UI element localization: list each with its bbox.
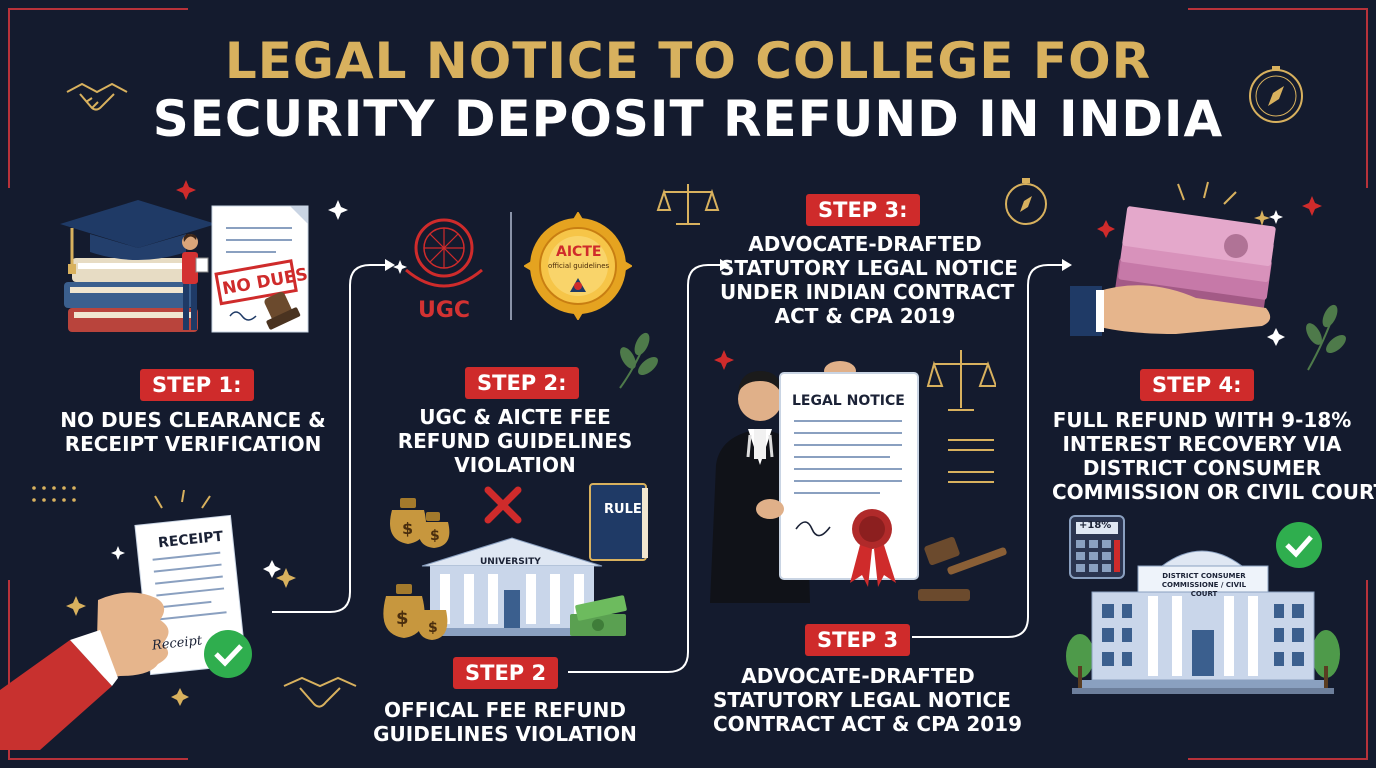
dot-grid-decoration	[32, 486, 76, 502]
frame-bottom-right-h	[1188, 758, 1368, 760]
aicte-sub-label: official guidelines	[548, 262, 610, 270]
svg-text:$: $	[428, 620, 438, 636]
leaf-branch-icon	[619, 332, 658, 389]
step-3-repeat-line-1: ADVOCATE-DRAFTED	[741, 664, 975, 688]
aicte-seal-icon	[524, 212, 632, 320]
frame-top-left-v	[8, 8, 10, 188]
frame-top-right-v	[1366, 8, 1368, 188]
step-3-line-3: UNDER INDIAN CONTRACT	[720, 280, 1015, 304]
no-dues-certificate-illustration	[182, 205, 309, 333]
step-3-repeat-badge: STEP 3	[805, 624, 911, 656]
compass-icon	[1249, 66, 1303, 123]
svg-text:$: $	[430, 528, 440, 544]
frame-bottom-right-v	[1366, 580, 1368, 760]
step-4-badge: STEP 4:	[1140, 369, 1254, 401]
courthouse-illustration	[1066, 550, 1340, 694]
title-line-1: LEGAL NOTICE TO COLLEGE FOR	[224, 32, 1152, 90]
step-4-description: FULL REFUND WITH 9-18% INTEREST RECOVERY…	[1052, 408, 1376, 504]
handshake-icon	[66, 82, 128, 111]
handshake-bottom-icon	[283, 676, 357, 708]
title-line-2: SECURITY DEPOSIT REFUND IN INDIA	[152, 90, 1224, 148]
document-lines-decoration	[948, 439, 994, 483]
frame-top-right-h	[1188, 8, 1368, 10]
leaf-branch-right-icon	[1306, 304, 1346, 371]
aicte-label: AICTE	[556, 244, 602, 260]
calculator-icon	[1069, 515, 1125, 579]
step-1-line-2: RECEIPT VERIFICATION	[64, 432, 322, 456]
frame-top-left-h	[8, 8, 188, 10]
svg-text:$: $	[396, 608, 409, 629]
step-3-description: ADVOCATE-DRAFTED STATUTORY LEGAL NOTICE …	[720, 232, 1018, 328]
frame-bottom-left-v	[8, 580, 10, 760]
rule-book-label: RULE	[604, 502, 642, 517]
ugc-label: UGC	[418, 298, 471, 323]
step-1-badge: STEP 1:	[140, 369, 254, 401]
step-4-line-3: DISTRICT CONSUMER	[1082, 456, 1322, 480]
university-label: UNIVERSITY	[480, 557, 541, 567]
step-3-repeat-line-2: STATUTORY LEGAL NOTICE	[713, 688, 1011, 712]
frame-bottom-left-h	[8, 758, 188, 760]
step-3-line-4: ACT & CPA 2019	[774, 304, 956, 328]
svg-text:$: $	[402, 519, 413, 538]
step-2-line-2: REFUND GUIDELINES	[397, 429, 633, 453]
step-2-repeat-badge: STEP 2	[453, 657, 559, 689]
scales-of-justice-icon	[656, 184, 720, 225]
step-1-line-1: NO DUES CLEARANCE &	[60, 408, 326, 432]
step-3-line-1: ADVOCATE-DRAFTED	[748, 232, 982, 256]
advocate-legal-notice-illustration	[710, 361, 1007, 603]
step-4-line-4: COMMISSION OR CIVIL COURT	[1052, 480, 1376, 504]
step-4-line-1: FULL REFUND WITH 9-18%	[1052, 408, 1352, 432]
step-2-line-1: UGC & AICTE FEE	[419, 405, 611, 429]
books-graduation-cap-illustration	[60, 200, 216, 332]
step-3-badge: STEP 3:	[806, 194, 920, 226]
step-3-line-2: STATUTORY LEGAL NOTICE	[720, 256, 1018, 280]
legal-notice-heading: LEGAL NOTICE	[792, 393, 905, 409]
cash-stack-hand-illustration	[1070, 181, 1276, 336]
step-2-description: UGC & AICTE FEE REFUND GUIDELINES VIOLAT…	[380, 405, 650, 477]
compass-small-icon	[1005, 178, 1047, 225]
step-2-line-3: VIOLATION	[454, 453, 576, 477]
step-2-badge: STEP 2:	[465, 367, 579, 399]
step-2-repeat-description: OFFICAL FEE REFUND GUIDELINES VIOLATION	[370, 698, 640, 746]
step-3-repeat-line-3: CONTRACT ACT & CPA 2019	[713, 712, 1022, 736]
checkmark-icon	[1276, 522, 1322, 568]
step-1-description: NO DUES CLEARANCE & RECEIPT VERIFICATION	[58, 408, 328, 456]
court-sign-label: DISTRICT CONSUMER COMMISSIONE / CIVIL CO…	[1161, 572, 1247, 598]
interest-rate-label: +18%	[1079, 520, 1112, 531]
ugc-emblem-icon	[405, 218, 483, 288]
step-3-repeat-description: ADVOCATE-DRAFTED STATUTORY LEGAL NOTICE …	[713, 664, 1022, 736]
step-2-repeat-line-2: GUIDELINES VIOLATION	[373, 722, 637, 746]
step-2-repeat-line-1: OFFICAL FEE REFUND	[384, 698, 626, 722]
university-money-illustration: $ $ $ $	[383, 483, 648, 640]
step-4-line-2: INTEREST RECOVERY VIA	[1062, 432, 1342, 456]
scales-of-justice-right-icon	[926, 350, 996, 411]
logo-divider	[510, 212, 512, 320]
receipt-in-hand-illustration	[0, 490, 252, 750]
